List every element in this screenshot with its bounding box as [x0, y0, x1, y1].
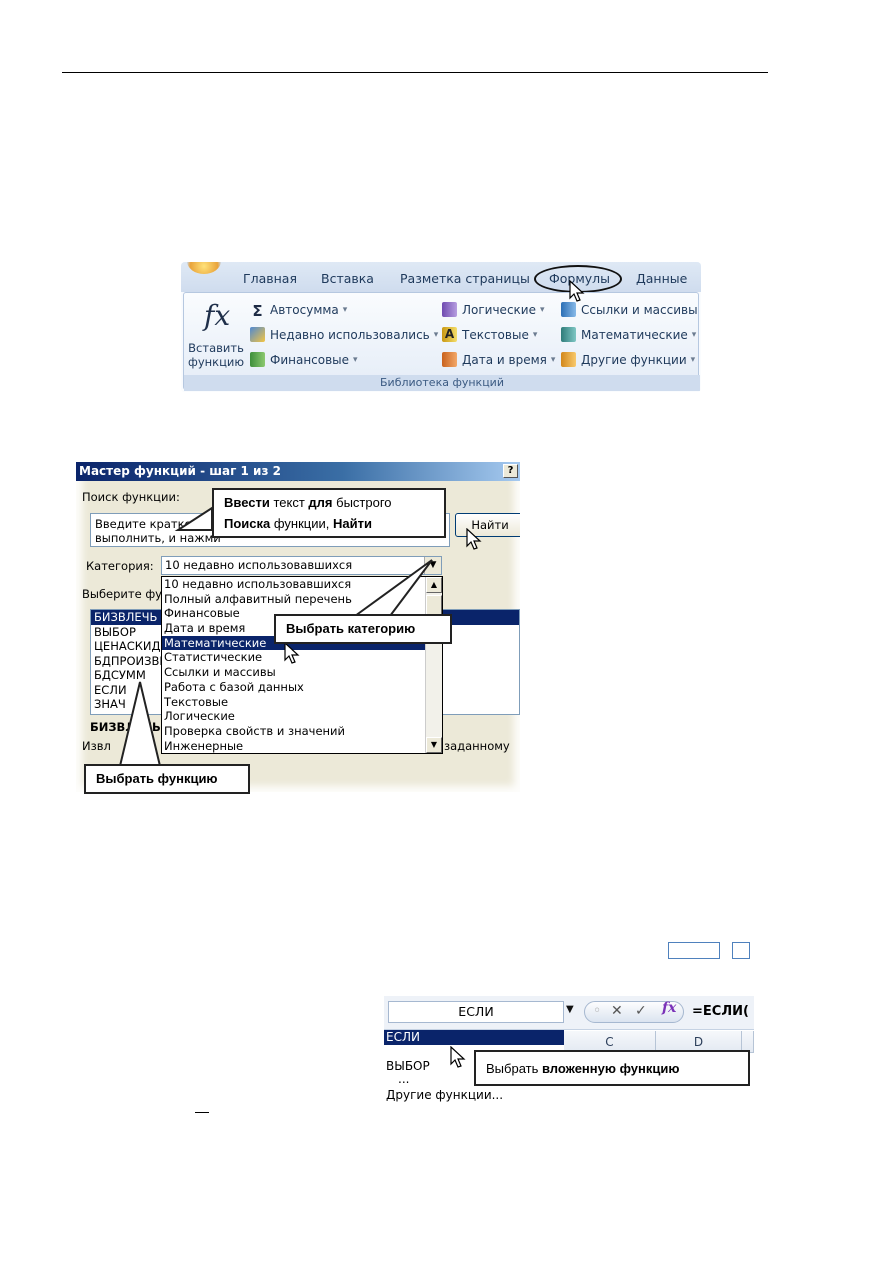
search-label: Поиск функции: [82, 490, 180, 504]
function-desc-name: БИЗВЛЕЧЬ [90, 720, 161, 734]
office-button-icon[interactable] [187, 262, 221, 274]
category-item[interactable]: Дата и время [164, 621, 246, 636]
nested-function-ellipsis: ... [398, 1072, 410, 1086]
math-button[interactable]: Математические▾ [561, 327, 696, 342]
name-box[interactable]: ЕСЛИ [388, 1001, 564, 1023]
nested-function-item[interactable]: ВЫБОР [386, 1059, 430, 1073]
formula-text[interactable]: =ЕСЛИ( [692, 1004, 749, 1019]
financial-button[interactable]: Финансовые▾ [250, 352, 358, 367]
find-button[interactable]: Найти [455, 513, 520, 537]
dropdown-scrollbar[interactable]: ▲ ▼ [425, 577, 442, 753]
category-callout: Выбрать категорию [274, 614, 452, 644]
more-functions-link[interactable]: Другие функции... [386, 1088, 504, 1102]
category-item[interactable]: Финансовые [164, 606, 240, 621]
text-book-icon: A [442, 327, 457, 342]
mouse-cursor-icon [569, 280, 585, 302]
category-item[interactable]: Работа с базой данных [164, 679, 304, 694]
formula-buttons: ◦ ✕ ✓ [584, 1001, 684, 1023]
nested-function-item[interactable]: ЕСЛИ [384, 1030, 564, 1045]
chevron-down-icon: ▾ [342, 304, 348, 315]
chevron-down-icon: ▾ [532, 329, 538, 340]
category-item[interactable]: Статистические [164, 650, 263, 665]
category-label: Категория: [86, 559, 154, 573]
tab-home[interactable]: Главная [243, 271, 297, 286]
formula-bar: ЕСЛИ ▼ ◦ ✕ ✓ fx =ЕСЛИ( [384, 996, 754, 1030]
chevron-down-icon[interactable]: ▼ [424, 557, 441, 574]
function-item[interactable]: БДСУММ [94, 668, 146, 682]
datetime-button[interactable]: Дата и время▾ [442, 352, 555, 367]
nested-callout: Выбрать вложенную функцию [474, 1050, 750, 1086]
choose-function-label: Выберите фу [82, 587, 162, 601]
category-item[interactable]: Полный алфавитный перечень [164, 591, 352, 606]
recent-functions-button[interactable]: Недавно использовались▾ [250, 327, 438, 342]
chevron-down-icon: ▾ [690, 354, 696, 365]
ribbon-tab-bar: Главная Вставка Разметка страницы Формул… [181, 262, 701, 293]
function-item[interactable]: ЕСЛИ [94, 682, 127, 697]
tab-page-layout[interactable]: Разметка страницы [400, 271, 530, 286]
mouse-cursor-icon [450, 1046, 466, 1068]
function-item[interactable]: ВЫБОР [94, 624, 136, 639]
tab-data[interactable]: Данные [636, 271, 688, 286]
insert-function-button[interactable]: Вставить функцию [188, 341, 245, 369]
chevron-down-icon: ▾ [353, 354, 358, 365]
lookup-book-icon [561, 302, 576, 317]
cancel-icon[interactable]: ✕ [611, 1003, 623, 1019]
hint-box [668, 942, 720, 959]
page-top-rule [62, 72, 768, 73]
mouse-cursor-icon [466, 528, 482, 550]
dialog-title-bar: Мастер функций - шаг 1 из 2 ? [76, 462, 520, 481]
function-item[interactable]: БДПРОИЗВЕ [94, 653, 167, 668]
dialog-title: Мастер функций - шаг 1 из 2 [79, 464, 281, 478]
decorative-dash [195, 1112, 209, 1113]
function-desc-text-left: Извл [82, 739, 111, 753]
chevron-down-icon: ▾ [550, 354, 556, 365]
category-item[interactable]: Инженерные [164, 738, 244, 753]
function-callout: Выбрать функцию [84, 764, 250, 794]
excel-ribbon: Главная Вставка Разметка страницы Формул… [181, 262, 701, 392]
sigma-icon: Σ [252, 302, 263, 320]
function-desc-text-right: заданному [444, 739, 510, 753]
insert-function-icon[interactable]: fx [204, 299, 231, 332]
category-item[interactable]: Ссылки и массивы [164, 665, 276, 680]
math-book-icon [561, 327, 576, 342]
tab-insert[interactable]: Вставка [321, 271, 374, 286]
help-icon[interactable]: ? [503, 464, 518, 478]
recent-star-icon [250, 327, 265, 342]
category-dropdown-list[interactable]: 10 недавно использовавшихся Полный алфав… [161, 576, 443, 754]
datetime-book-icon [442, 352, 457, 367]
search-callout: Ввести текст для быстрого Поиска функции… [212, 488, 446, 538]
insert-function-icon[interactable]: fx [662, 1000, 677, 1016]
enter-icon[interactable]: ✓ [635, 1003, 647, 1019]
pill-dot-icon: ◦ [593, 1003, 602, 1019]
ribbon-body: fx Вставить функцию Σ Автосумма▾ Недавно… [183, 292, 701, 391]
mouse-cursor-icon [284, 642, 300, 664]
lookup-button[interactable]: Ссылки и массивы▾ [561, 302, 701, 317]
scroll-up-icon[interactable]: ▲ [426, 577, 442, 593]
hint-box [732, 942, 750, 959]
function-item[interactable]: ЗНАЧ [94, 697, 126, 711]
logical-book-icon [442, 302, 457, 317]
category-select[interactable]: 10 недавно использовавшихся ▼ [161, 556, 442, 575]
financial-book-icon [250, 352, 265, 367]
more-book-icon [561, 352, 576, 367]
category-item[interactable]: Проверка свойств и значений [164, 723, 345, 738]
chevron-down-icon: ▾ [539, 304, 545, 315]
more-functions-button[interactable]: Другие функции▾ [561, 352, 695, 367]
nested-function-list[interactable]: ЕСЛИ ВЫБОР ... Другие функции... [384, 1030, 564, 1108]
text-button[interactable]: A Текстовые▾ [442, 327, 537, 342]
category-item[interactable]: Текстовые [164, 694, 229, 709]
category-item[interactable]: Логические [164, 709, 235, 724]
logical-button[interactable]: Логические▾ [442, 302, 545, 317]
ribbon-group-label: Библиотека функций [184, 375, 700, 391]
chevron-down-icon[interactable]: ▼ [566, 1004, 574, 1015]
chevron-down-icon: ▾ [691, 329, 697, 340]
autosum-button[interactable]: Σ Автосумма▾ [250, 302, 348, 320]
category-item[interactable]: 10 недавно использовавшихся [164, 577, 352, 591]
scroll-down-icon[interactable]: ▼ [426, 737, 442, 753]
chevron-down-icon: ▾ [433, 329, 439, 340]
function-item[interactable]: ЦЕНАСКИД [94, 639, 161, 653]
